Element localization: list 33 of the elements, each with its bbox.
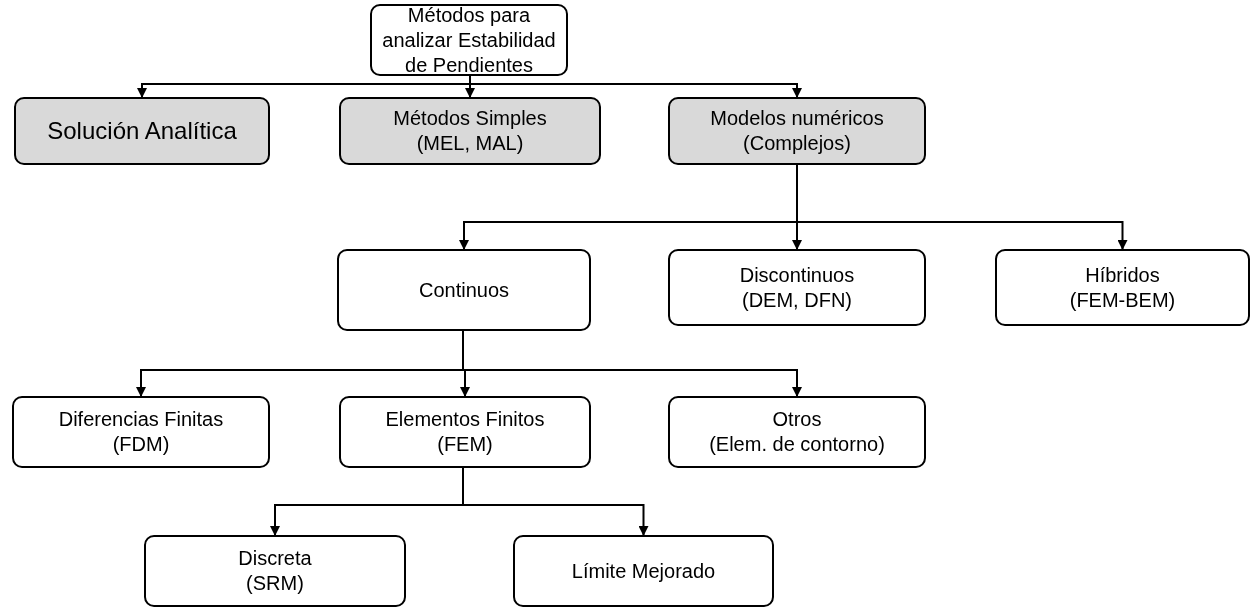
node-text: (SRM) (246, 571, 304, 596)
node-text: (FEM-BEM) (1069, 287, 1176, 313)
node-text: Límite Mejorado (571, 558, 716, 584)
process-box (14, 97, 270, 165)
node-text: (FDM) (112, 432, 170, 457)
node-text: Otros (772, 407, 822, 432)
node-text: (Elem. de contorno) (709, 432, 885, 457)
process-box (668, 97, 926, 165)
node-text: Elementos Finitos (385, 407, 545, 432)
node-text: Continuos (418, 277, 510, 303)
node-text: Modelos numéricos (710, 106, 884, 131)
process-box (668, 396, 926, 468)
process-box (339, 97, 601, 165)
arrow (462, 467, 649, 536)
process-box (513, 535, 774, 607)
node-text: Métodos Simples (393, 106, 547, 131)
node-text: Discreta (238, 546, 312, 571)
node-text: (DEM, DFN) (742, 287, 852, 313)
process-box (12, 396, 270, 468)
node-text: (Complejos) (743, 131, 851, 156)
node-text: Solución Analítica (47, 116, 237, 146)
process-box (995, 249, 1250, 326)
process-box (337, 249, 591, 331)
process-box (668, 249, 926, 326)
node-text: Diferencias Finitas (58, 407, 224, 432)
node-text: Discontinuos (739, 262, 855, 288)
node-text: Híbridos (1085, 262, 1160, 288)
node-text: (FEM) (437, 432, 493, 457)
process-box (370, 4, 568, 76)
process-box (144, 535, 406, 607)
node-text: (MEL, MAL) (416, 131, 524, 156)
node-text: Métodos para analizar Estabilidad de Pendientes (381, 2, 557, 78)
process-box (339, 396, 591, 468)
